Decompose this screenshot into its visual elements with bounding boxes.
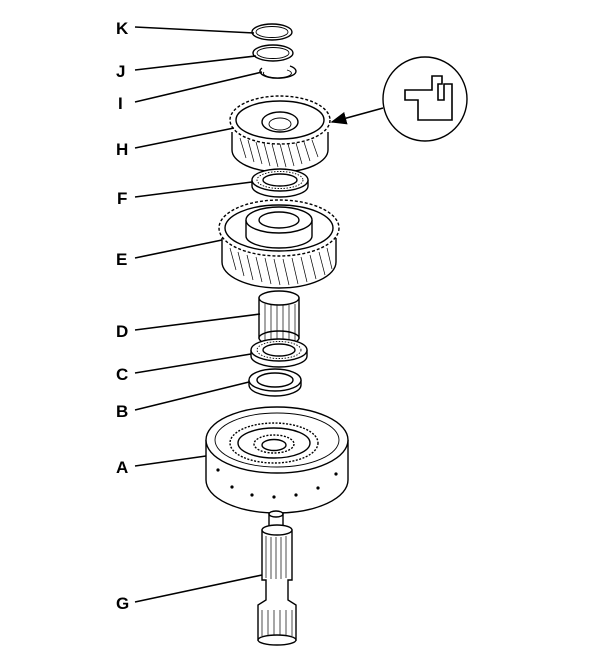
groove-profile-callout xyxy=(330,56,468,142)
label-e: E xyxy=(116,250,127,269)
label-d: D xyxy=(116,322,128,341)
part-i-circlip xyxy=(259,65,297,79)
part-f-thrust-bearing xyxy=(251,168,309,198)
label-f: F xyxy=(117,189,127,208)
part-d-needle-bearing xyxy=(258,290,300,346)
label-j: J xyxy=(116,62,125,81)
part-k-snap-ring xyxy=(251,23,293,41)
label-a: A xyxy=(116,458,128,477)
label-c: C xyxy=(116,365,128,384)
leader-lines xyxy=(134,26,263,603)
part-e-large-helical-gear xyxy=(218,199,340,289)
label-k: K xyxy=(116,19,129,38)
part-c-thrust-bearing xyxy=(250,338,308,368)
part-b-thrust-washer xyxy=(248,368,302,397)
label-h: H xyxy=(116,140,128,159)
part-a-drum-housing xyxy=(205,406,349,514)
part-j-snap-ring xyxy=(252,44,294,62)
part-g-output-shaft xyxy=(257,510,297,646)
part-h-helical-gear xyxy=(229,95,331,173)
label-i: I xyxy=(118,94,123,113)
groove-profile-callout-icon xyxy=(404,75,453,121)
label-g: G xyxy=(116,594,129,613)
label-b: B xyxy=(116,402,128,421)
